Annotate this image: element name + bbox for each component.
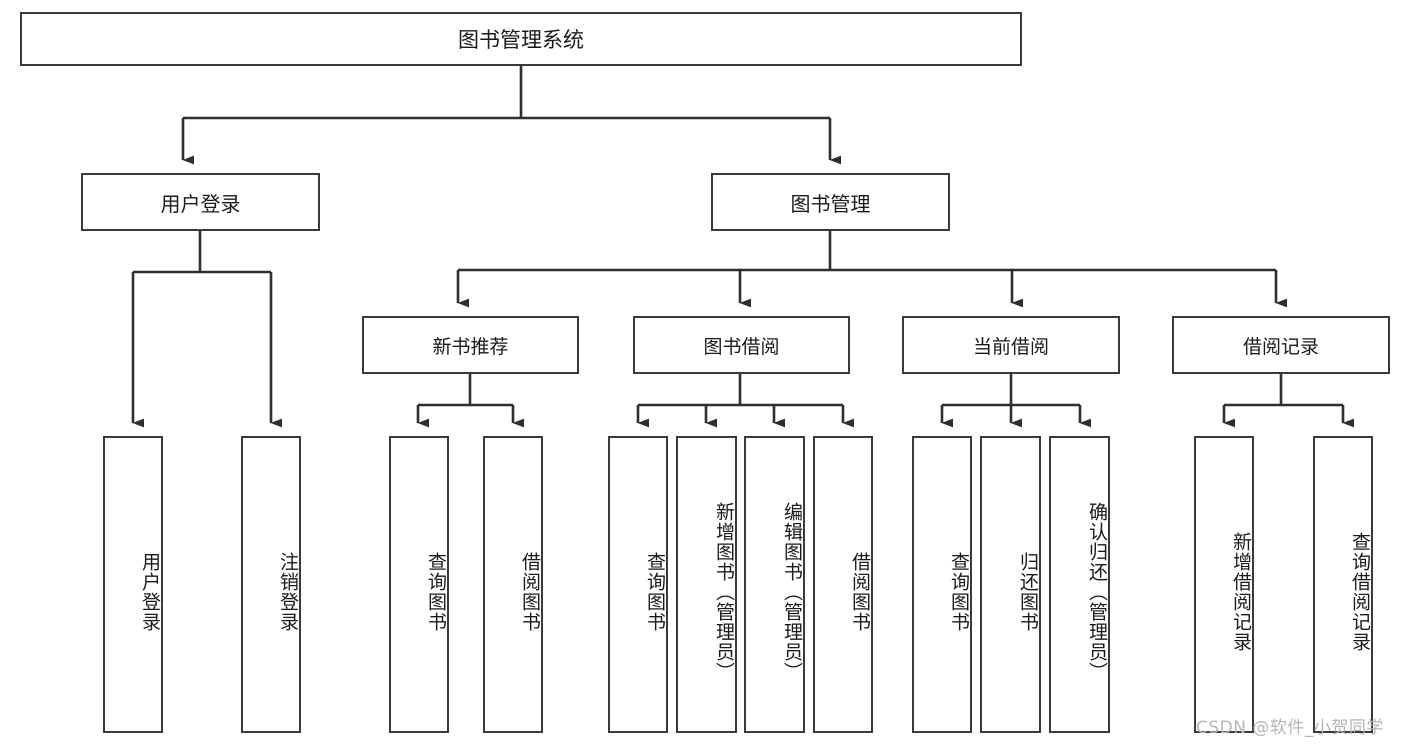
node-book-management[interactable]: 图书管理 [711, 173, 950, 231]
leaf-borrow-book-recommend[interactable]: 借阅图书 [483, 436, 543, 733]
node-user-login[interactable]: 用户登录 [81, 173, 320, 231]
leaf-logout[interactable]: 注销登录 [241, 436, 301, 733]
leaf-return-book[interactable]: 归还图书 [980, 436, 1041, 733]
leaf-user-login[interactable]: 用户登录 [103, 436, 163, 733]
leaf-edit-book-admin[interactable]: 编辑图书（管理员） [744, 436, 805, 733]
watermark: CSDN @软件_小贺同学 [1196, 718, 1384, 738]
leaf-query-book-borrow[interactable]: 查询图书 [608, 436, 668, 733]
leaf-query-borrow-record[interactable]: 查询借阅记录 [1313, 436, 1373, 733]
node-current-borrow[interactable]: 当前借阅 [902, 316, 1120, 374]
leaf-borrow-book[interactable]: 借阅图书 [813, 436, 873, 733]
leaf-add-book-admin[interactable]: 新增图书（管理员） [676, 436, 737, 733]
leaf-query-book-recommend[interactable]: 查询图书 [389, 436, 449, 733]
leaf-add-borrow-record[interactable]: 新增借阅记录 [1194, 436, 1254, 733]
node-root-system[interactable]: 图书管理系统 [20, 12, 1022, 66]
node-borrow-record[interactable]: 借阅记录 [1172, 316, 1390, 374]
node-book-borrow[interactable]: 图书借阅 [633, 316, 850, 374]
leaf-query-book-current[interactable]: 查询图书 [912, 436, 972, 733]
leaf-confirm-return-admin[interactable]: 确认归还（管理员） [1049, 436, 1110, 733]
node-new-book-recommend[interactable]: 新书推荐 [362, 316, 579, 374]
